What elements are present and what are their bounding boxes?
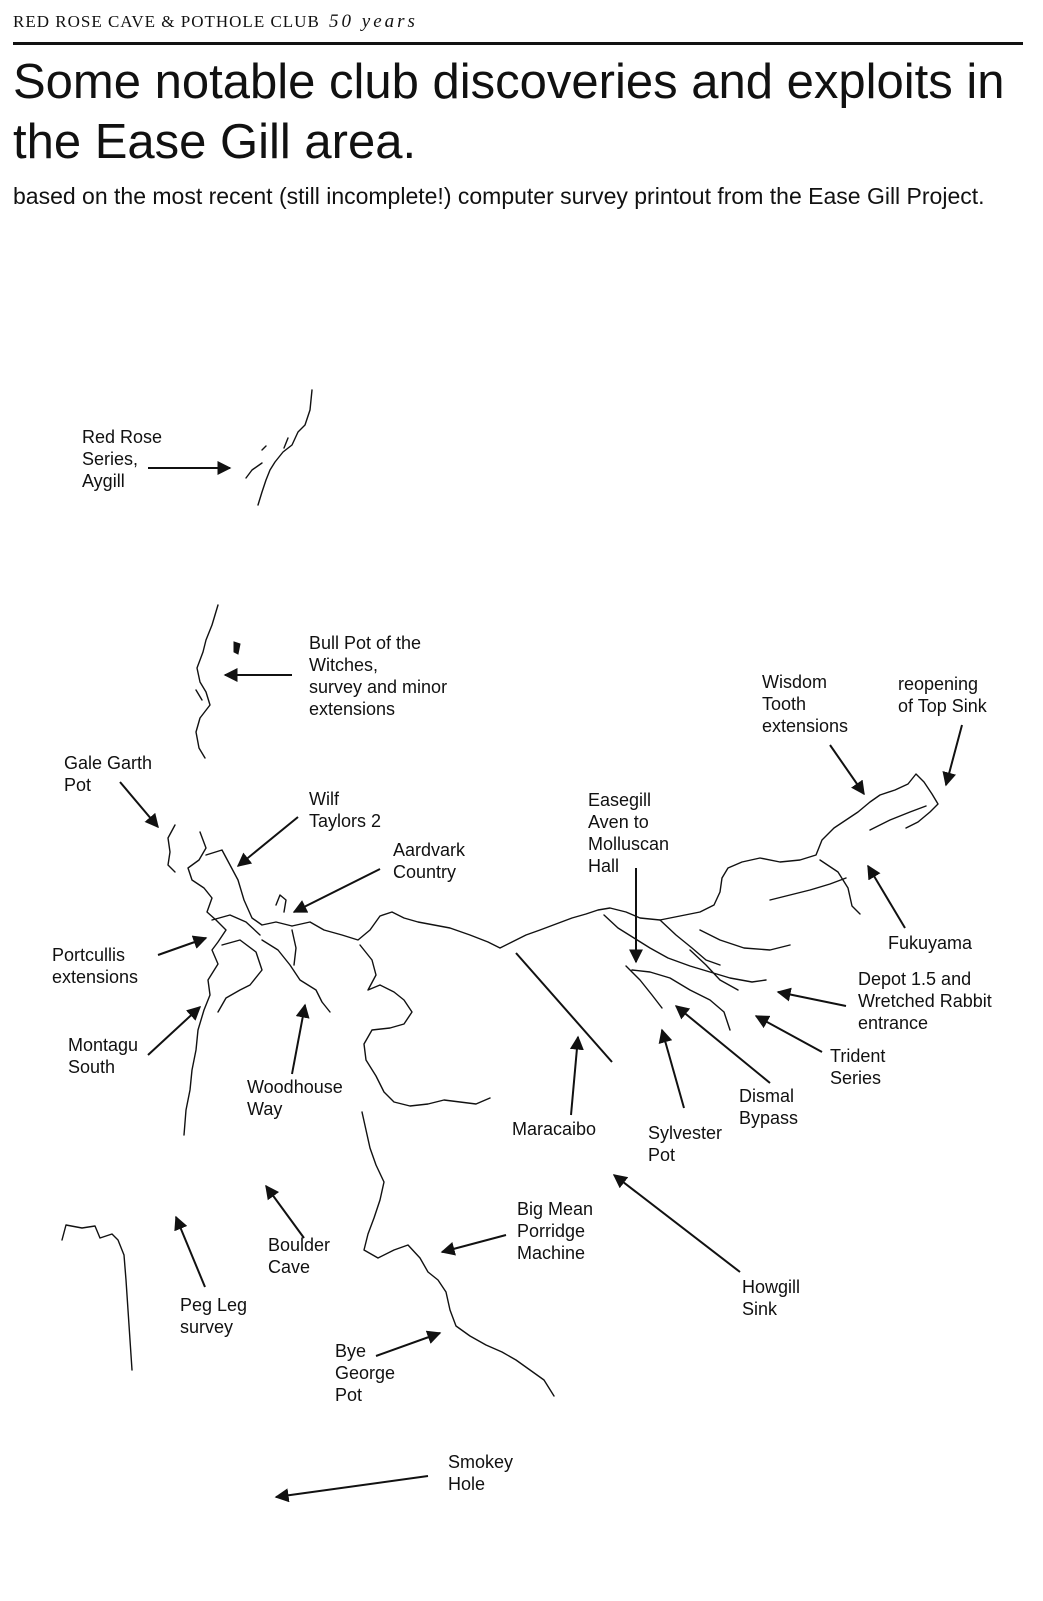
- label-fukuyama: Fukuyama: [888, 933, 973, 953]
- label-woodhouse: Woodhouse Way: [247, 1077, 343, 1119]
- main-passage: [275, 773, 939, 949]
- aygill-passage: [245, 389, 313, 506]
- south-passage: [359, 944, 555, 1397]
- arrow-montagu: [147, 1006, 202, 1056]
- label-gale-garth: Gale Garth Pot: [64, 753, 153, 795]
- label-wisdom-tooth: Wisdom Tooth extensions: [762, 672, 849, 736]
- arrow-bye-george: [375, 1330, 442, 1357]
- label-depot: Depot 1.5 and Wretched Rabbit entrance: [858, 969, 992, 1033]
- label-howgill: Howgill Sink: [742, 1277, 801, 1319]
- arrow-woodhouse: [291, 1003, 310, 1075]
- arrow-trident: [754, 1015, 823, 1053]
- arrow-fukuyama: [867, 864, 906, 929]
- page-subtitle: based on the most recent (still incomple…: [13, 183, 985, 209]
- page-title: Some notable club discoveries and exploi…: [13, 55, 1005, 169]
- west-complex: [183, 831, 331, 1136]
- arrow-dismal: [674, 1005, 771, 1084]
- arrow-gale-garth: [119, 781, 159, 829]
- anniversary-years: 50 years: [329, 11, 418, 32]
- label-boulder: Boulder Cave: [268, 1235, 331, 1277]
- arrow-wisdom-tooth: [829, 744, 865, 796]
- arrow-aardvark: [292, 868, 381, 913]
- arrow-top-sink: [942, 724, 963, 787]
- label-montagu: Montagu South: [68, 1035, 139, 1077]
- label-maracaibo: Maracaibo: [512, 1119, 597, 1139]
- peg-leg-passage: [61, 1224, 133, 1371]
- arrow-wilf-taylors: [236, 816, 299, 867]
- arrow-depot: [776, 987, 847, 1007]
- label-trident: Trident Series: [830, 1046, 886, 1088]
- club-name: RED ROSE CAVE & POTHOLE CLUB 50 years: [13, 11, 418, 32]
- label-dismal: Dismal Bypass: [739, 1086, 799, 1128]
- label-peg-leg: Peg Leg survey: [180, 1295, 248, 1337]
- arrow-sylvester: [658, 1028, 685, 1109]
- arrow-maracaibo: [569, 1035, 584, 1116]
- maracaibo-leader-line: [515, 952, 613, 1063]
- east-network: [603, 805, 927, 1031]
- arrow-smokey: [274, 1475, 429, 1503]
- label-bye-george: Bye George Pot: [335, 1341, 396, 1405]
- gale-garth-passage: [167, 824, 176, 873]
- label-smokey: Smokey Hole: [448, 1452, 514, 1494]
- arrow-portcullis: [157, 935, 208, 956]
- label-portcullis: Portcullis extensions: [52, 945, 139, 987]
- label-top-sink: reopening of Top Sink: [898, 674, 987, 716]
- arrow-howgill: [612, 1174, 741, 1273]
- label-bull-pot: Bull Pot of the Witches, survey and mino…: [309, 633, 448, 719]
- bull-pot-entrance-mark: [233, 641, 241, 655]
- label-wilf-taylors: Wilf Taylors 2: [309, 789, 382, 831]
- page-header: RED ROSE CAVE & POTHOLE CLUB 50 years: [13, 8, 1023, 45]
- arrow-big-mean: [440, 1234, 507, 1256]
- bull-pot-passage: [195, 604, 219, 759]
- label-sylvester: Sylvester Pot: [648, 1123, 723, 1165]
- label-red-rose-series: Red Rose Series, Aygill: [82, 427, 163, 491]
- arrow-peg-leg: [174, 1215, 206, 1288]
- label-easegill-aven: Easegill Aven to Molluscan Hall: [588, 790, 670, 876]
- arrow-boulder: [265, 1184, 305, 1239]
- label-aardvark: Aardvark Country: [393, 840, 466, 882]
- label-big-mean: Big Mean Porridge Machine: [517, 1199, 594, 1263]
